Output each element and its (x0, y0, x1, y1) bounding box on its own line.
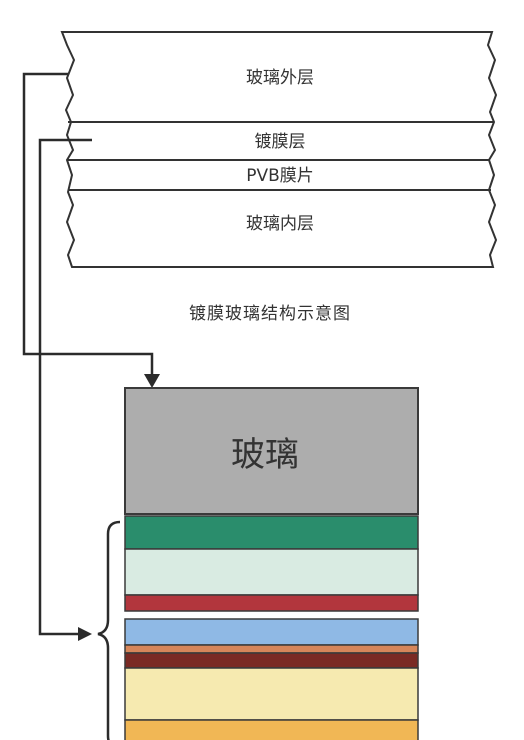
arrowhead-down-icon (144, 374, 160, 388)
layer-label-coating: 镀膜层 (255, 132, 306, 152)
coating-layer-orange (124, 644, 419, 654)
layer-label-outer: 玻璃外层 (246, 68, 314, 88)
coating-brace (97, 520, 121, 740)
detail-stack: 玻璃 (124, 387, 419, 740)
layer-label-inner: 玻璃内层 (246, 214, 314, 234)
outer-glass-connector (22, 72, 154, 378)
coating-layer-blue (124, 618, 419, 646)
arrowhead-right-icon (78, 627, 92, 641)
glass-block (124, 387, 419, 515)
coating-layer-green (124, 515, 419, 550)
coating-layer-amber (124, 719, 419, 740)
coating-layer-red (124, 594, 419, 612)
connector-lines (22, 72, 154, 636)
glass-label: 玻璃 (231, 435, 299, 475)
coating-layer-cream (124, 667, 419, 721)
coating-layer-pale-green (124, 548, 419, 596)
coating-connector (38, 138, 92, 636)
coating-layer-brown (124, 652, 419, 669)
top-layer-stack: 玻璃外层 镀膜层 PVB膜片 玻璃内层 (60, 31, 498, 268)
layer-stack-outline (60, 31, 498, 268)
diagram-caption: 镀膜玻璃结构示意图 (189, 304, 351, 324)
layer-label-pvb: PVB膜片 (246, 166, 314, 186)
